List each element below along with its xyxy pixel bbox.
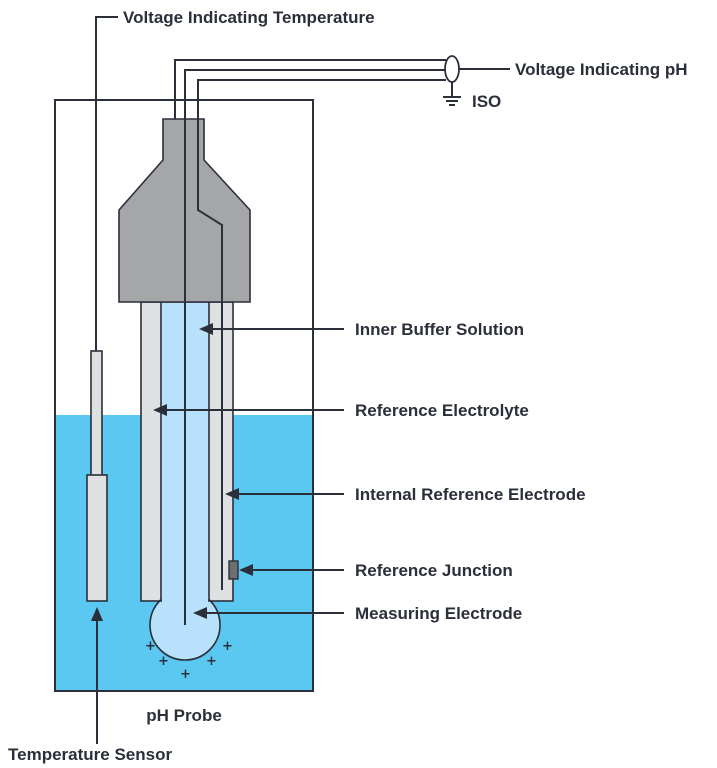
callout-internal-reference-electrode xyxy=(225,488,344,500)
probe-wires xyxy=(95,16,446,625)
svg-text:+: + xyxy=(222,639,233,654)
label-reference-electrolyte: Reference Electrolyte xyxy=(355,401,529,420)
callout-temperature-sensor xyxy=(91,607,103,744)
label-internal-reference-electrode: Internal Reference Electrode xyxy=(355,485,586,504)
reference-junction xyxy=(228,560,239,580)
label-voltage-temperature: Voltage Indicating Temperature xyxy=(123,8,375,27)
bulb-charges: + + + + + xyxy=(145,639,233,682)
callout-measuring-electrode xyxy=(193,607,344,619)
svg-text:+: + xyxy=(206,654,217,669)
callout-reference-electrolyte xyxy=(153,404,344,416)
svg-text:+: + xyxy=(158,654,169,669)
label-ph-probe: pH Probe xyxy=(146,706,222,725)
label-inner-buffer: Inner Buffer Solution xyxy=(355,320,524,339)
label-voltage-ph: Voltage Indicating pH xyxy=(515,60,688,79)
svg-text:+: + xyxy=(145,639,156,654)
callout-inner-buffer xyxy=(199,323,344,335)
svg-text:+: + xyxy=(180,667,191,682)
label-reference-junction: Reference Junction xyxy=(355,561,513,580)
temperature-sensor xyxy=(86,350,108,602)
label-measuring-electrode: Measuring Electrode xyxy=(355,604,522,623)
ground-symbol xyxy=(443,55,510,106)
label-temperature-sensor: Temperature Sensor xyxy=(8,745,172,764)
callout-reference-junction xyxy=(239,564,344,576)
label-iso: ISO xyxy=(472,92,501,111)
